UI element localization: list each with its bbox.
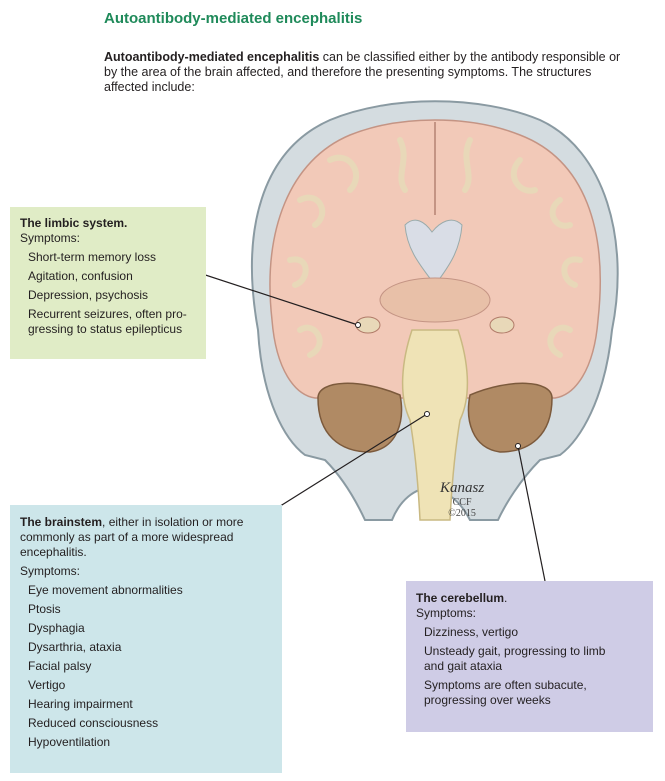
list-item: Agitation, confusion [28, 269, 133, 283]
intro-paragraph: Autoantibody-mediated encephalitis can b… [104, 50, 624, 95]
cerebellum-title: The cerebellum [416, 591, 505, 605]
limbic-leader [183, 267, 359, 326]
limbic-symptoms-label: Symptoms: [20, 231, 81, 245]
cerebellum-leader [517, 445, 546, 582]
list-item: Hypoventilation [28, 735, 111, 749]
artist-signature: Kanasz CCF ©2015 [440, 480, 484, 519]
list-item: Eye movement abnormalities [28, 583, 183, 597]
cerebellum-title-suffix: . [504, 591, 508, 605]
cerebellum-left [317, 382, 403, 453]
list-item: Recurrent seizures, often pro- gressing … [28, 307, 187, 336]
intro-text: can be classified either by the antibody… [104, 50, 621, 94]
cerebellum-box: The cerebellum. Symptoms: Dizziness, ver… [406, 581, 653, 732]
list-item: Vertigo [28, 678, 66, 692]
brainstem [401, 329, 469, 521]
brainstem-desc: , either in isolation or more commonly a… [20, 515, 244, 559]
list-item: Short-term memory loss [28, 250, 157, 264]
ventricles [404, 219, 463, 286]
brainstem-symptoms-label: Symptoms: [20, 564, 81, 578]
list-item: Dysphagia [28, 621, 85, 635]
list-item: Facial palsy [28, 659, 92, 673]
list-item: Symptoms are often subacute, progressing… [424, 678, 587, 707]
signature-name: Kanasz [440, 480, 485, 496]
cerebellum-symptoms-label: Symptoms: [416, 606, 477, 620]
list-item: Reduced consciousness [28, 716, 159, 730]
page-title: Autoantibody-mediated encephalitis [104, 10, 363, 27]
limbic-system-box: The limbic system. Symptoms: Short-term … [10, 207, 206, 359]
list-item: Hearing impairment [28, 697, 133, 711]
list-item: Ptosis [28, 602, 61, 616]
list-item: Unsteady gait, progressing to limb and g… [424, 644, 606, 673]
limbic-title: The limbic system. [20, 216, 128, 230]
intro-bold: Autoantibody-mediated encephalitis [104, 50, 320, 64]
brainstem-box: The brainstem, either in isolation or mo… [10, 505, 282, 773]
signature-org: CCF [452, 497, 472, 508]
signature-year: ©2015 [448, 508, 476, 519]
list-item: Dizziness, vertigo [424, 625, 519, 639]
cerebellum-right [467, 382, 553, 453]
list-item: Dysarthria, ataxia [28, 640, 122, 654]
list-item: Depression, psychosis [28, 288, 149, 302]
brainstem-title: The brainstem [20, 515, 103, 529]
